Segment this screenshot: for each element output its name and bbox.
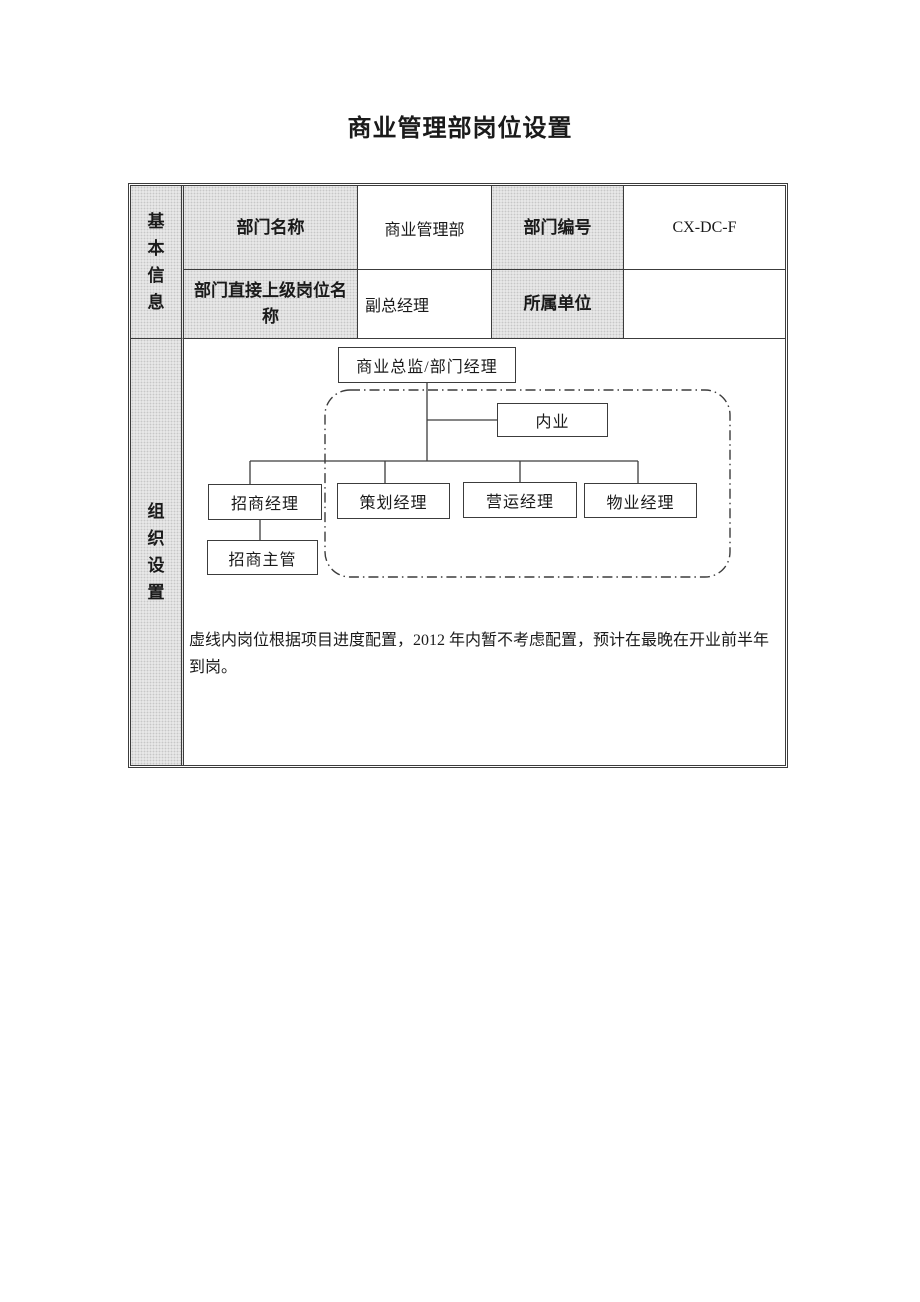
org-node-operations-manager-label: 营运经理 [485,494,554,511]
section-org-setup-cell: 组织设置 [131,339,184,765]
org-chart: 商业总监/部门经理 内业 招商经理 策划经理 营运经理 物业经理 招商主管 虚线… [184,339,782,765]
dept-code-value: CX-DC-F [672,218,737,236]
org-node-internal-affairs-label: 内业 [535,414,570,431]
org-node-director-label: 商业总监/部门经理 [356,359,498,376]
owning-unit-value-cell [624,270,785,339]
section-org-setup-label: 组织设置 [147,502,165,602]
dept-name-value: 商业管理部 [384,221,465,239]
org-node-property-manager-label: 物业经理 [606,494,675,512]
org-node-leasing-supervisor: 招商主管 [207,540,318,575]
org-node-internal-affairs: 内业 [497,403,608,437]
page-title: 商业管理部岗位设置 [347,116,573,142]
org-node-leasing-manager: 招商经理 [208,484,322,520]
section-basic-info-cell: 基本信息 [131,186,184,339]
superior-post-value: 副总经理 [365,298,430,315]
org-node-leasing-supervisor-label: 招商主管 [228,551,297,569]
superior-post-value-cell: 副总经理 [358,270,492,339]
org-node-planning-manager-label: 策划经理 [359,495,428,512]
org-node-planning-manager: 策划经理 [337,483,450,519]
owning-unit-label-cell: 所属单位 [492,270,624,339]
org-node-operations-manager: 营运经理 [463,482,577,518]
owning-unit-label: 所属单位 [523,294,592,313]
dept-name-label-cell: 部门名称 [184,186,358,270]
dept-code-label: 部门编号 [523,217,592,237]
dashed-region-boundary [324,389,731,578]
org-chart-cell: 商业总监/部门经理 内业 招商经理 策划经理 营运经理 物业经理 招商主管 虚线… [184,339,785,765]
org-chart-connectors [249,383,731,578]
dept-code-label-cell: 部门编号 [492,186,624,270]
section-basic-info-label: 基本信息 [147,212,165,312]
superior-post-label-cell: 部门直接上级岗位名称 [184,270,358,339]
org-node-property-manager: 物业经理 [584,483,697,518]
department-info-table: 基本信息 组织设置 部门名称 商业管理部 部门编号 CX-DC-F 部门直接上级… [128,183,788,768]
superior-post-label: 部门直接上级岗位名称 [194,281,347,326]
dept-name-label: 部门名称 [236,217,305,237]
dept-name-value-cell: 商业管理部 [358,186,492,270]
org-node-director: 商业总监/部门经理 [338,347,516,383]
org-chart-note: 虚线内岗位根据项目进度配置，2012 年内暂不考虑配置，预计在最晚在开业前半年到… [189,632,770,676]
org-node-leasing-manager-label: 招商经理 [230,496,299,513]
dept-code-value-cell: CX-DC-F [624,186,785,270]
